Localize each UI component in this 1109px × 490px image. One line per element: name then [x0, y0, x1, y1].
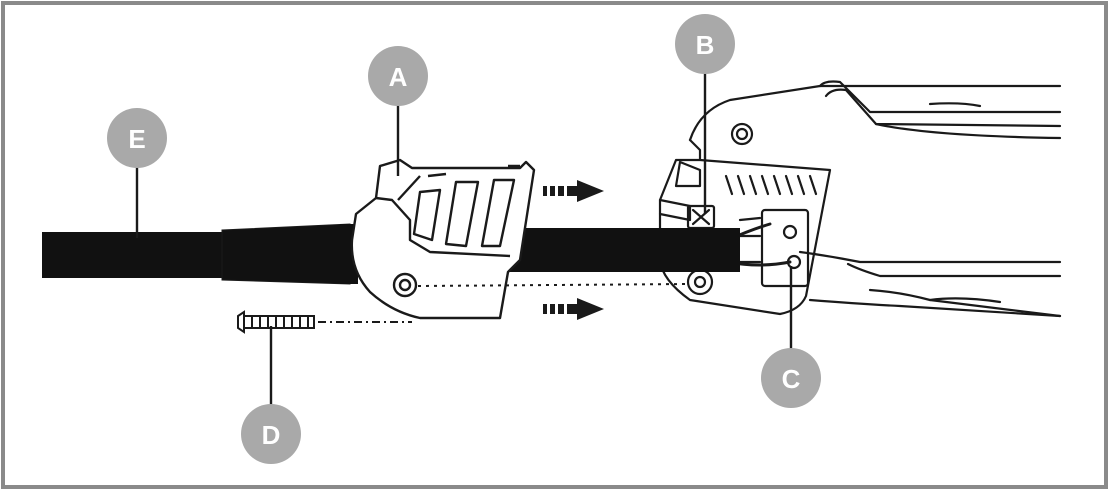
- motion-arrow-icon: [543, 180, 604, 202]
- alignment-lines: [318, 283, 691, 323]
- callout-label: D: [262, 420, 281, 450]
- callout-d: D: [241, 404, 301, 464]
- callout-label: B: [696, 30, 715, 60]
- callout-b: B: [675, 14, 735, 74]
- callout-a: A: [368, 46, 428, 106]
- motor-housing-icon: [658, 80, 1062, 318]
- motion-arrow-icon: [543, 298, 604, 320]
- callout-label: A: [389, 62, 408, 92]
- power-cord: [42, 223, 740, 285]
- callout-e: E: [107, 108, 167, 168]
- callout-label: C: [782, 364, 801, 394]
- screw-icon: [237, 310, 315, 334]
- callout-c: C: [761, 348, 821, 408]
- plug-cover-icon: [350, 158, 536, 320]
- leader-lines: [135, 72, 793, 412]
- callout-label: E: [128, 124, 145, 154]
